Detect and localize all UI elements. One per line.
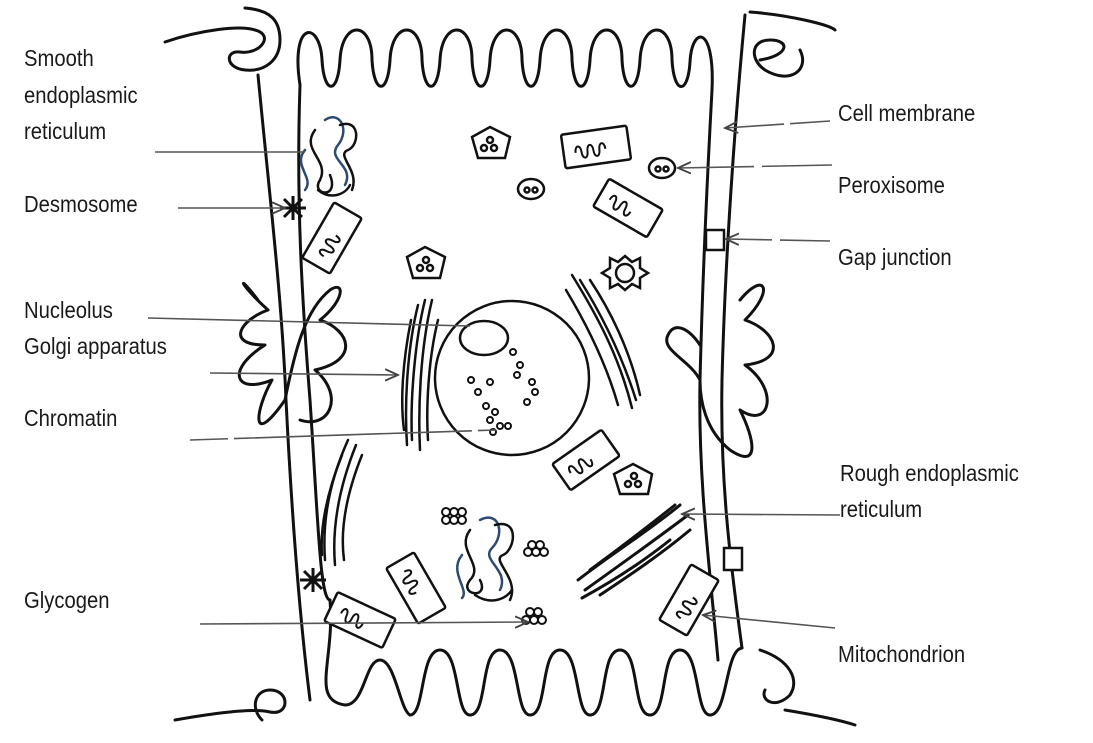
golgi-apparatus-lower — [322, 440, 362, 565]
gap-junction-upper — [706, 230, 724, 250]
glycogen-cluster — [524, 541, 548, 556]
smooth-er-upper — [301, 117, 356, 195]
leader-cell-membrane — [725, 121, 830, 128]
leader-mitochondrion — [703, 615, 835, 628]
label-mitochondrion: Mitochondrion — [838, 641, 965, 668]
lysosome — [602, 256, 648, 290]
glycogen-cluster — [442, 508, 466, 524]
left-interdigitation — [239, 283, 345, 423]
label-nucleolus: Nucleolus — [24, 297, 113, 324]
label-glycogen: Glycogen — [24, 587, 110, 614]
peroxisome — [518, 179, 544, 199]
label-rough-er-line1: Rough endoplasmic — [840, 460, 1019, 487]
leader-peroxisome — [678, 165, 832, 168]
label-cell-membrane: Cell membrane — [838, 100, 975, 127]
gap-junctions — [706, 230, 742, 570]
mitochondrion — [593, 179, 663, 238]
label-chromatin: Chromatin — [24, 405, 117, 432]
label-golgi-apparatus: Golgi apparatus — [24, 333, 167, 360]
label-gap-junction: Gap junction — [838, 244, 952, 271]
label-rough-er-line2: reticulum — [840, 496, 922, 523]
bottom-left-membrane-loop — [175, 690, 285, 720]
label-desmosome: Desmosome — [24, 191, 138, 218]
mitochondrion — [302, 202, 362, 273]
leader-chromatin — [190, 430, 496, 440]
chromatin-granules — [468, 349, 538, 435]
mitochondria — [302, 126, 719, 648]
desmosome-lower — [300, 568, 326, 592]
mitochondrion — [552, 430, 620, 491]
mitochondrion — [659, 564, 719, 635]
peroxisomes — [407, 127, 675, 494]
label-smooth-er-line2: endoplasmic — [24, 82, 138, 109]
right-interdigitation — [667, 285, 774, 456]
mitochondrion — [386, 552, 446, 623]
peroxisome — [472, 127, 510, 158]
apical-microvilli — [298, 30, 712, 90]
peroxisome — [407, 247, 445, 278]
leader-glycogen — [200, 622, 528, 624]
label-smooth-er-line3: reticulum — [24, 118, 106, 145]
mitochondrion — [324, 592, 396, 648]
top-right-membrane-loop — [750, 12, 835, 76]
golgi-apparatus-right — [566, 275, 640, 408]
golgi-apparatus-left — [402, 300, 438, 450]
top-left-membrane-loop — [165, 8, 280, 70]
label-peroxisome: Peroxisome — [838, 172, 945, 199]
peroxisome — [649, 158, 675, 178]
label-smooth-er-line1: Smooth — [24, 45, 94, 72]
leader-rough-er — [682, 514, 840, 515]
leader-gap-junction — [726, 239, 830, 241]
rough-er — [578, 505, 690, 598]
peroxisome — [614, 464, 652, 494]
mitochondrion — [561, 126, 631, 169]
smooth-er-lower — [457, 518, 513, 601]
gap-junction-lower — [724, 548, 742, 570]
